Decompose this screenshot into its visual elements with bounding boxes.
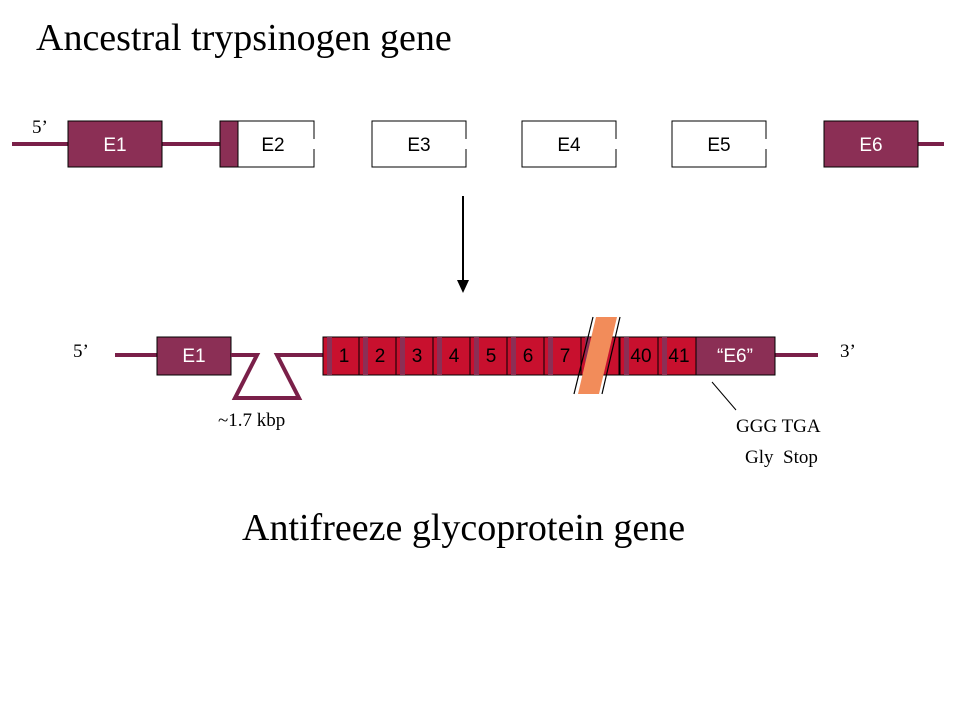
transition-arrow-head [457, 280, 469, 293]
afgp-three-prime-label: 3’ [840, 341, 856, 362]
stop-codon-pointer [711, 381, 737, 411]
repeat-break-marker [578, 317, 617, 394]
afgp-segment-41: 41 [657, 336, 697, 376]
ancestral-exon-label: E1 [103, 135, 126, 156]
break-line-right [601, 316, 621, 395]
afgp-five-prime-label: 5’ [73, 341, 89, 362]
ancestral-exon-label: E5 [707, 135, 730, 156]
ancestral-exon-e2: E2 [219, 120, 316, 168]
ancestral-five-prime-label: 5’ [32, 117, 48, 138]
ancestral-exon-e6: E6 [823, 120, 919, 168]
codon-label: GGG TGA [736, 416, 821, 437]
ancestral-exon-e5: E5 [671, 120, 768, 168]
afgp-segment-label: 2 [375, 346, 386, 367]
ancestral-exon-label: E4 [557, 135, 581, 156]
break-line-left [573, 316, 594, 395]
ancestral-exon-e3: E3 [371, 120, 468, 168]
afgp-repeat-segments: 1 2 3 4 5 6 7 40 41 [322, 336, 697, 376]
afgp-segment-label: 40 [630, 346, 651, 367]
afgp-segment-3: 3 [395, 336, 435, 376]
afgp-exon-e6 [695, 336, 776, 376]
afgp-segment-1: 1 [322, 336, 362, 376]
afgp-segment-label: 41 [668, 346, 689, 367]
ancestral-gene-title: Ancestral trypsinogen gene [36, 17, 452, 59]
ancestral-exon-e1: E1 [67, 120, 163, 168]
afgp-segment-4: 4 [432, 336, 472, 376]
ancestral-exons: E1 E2 E3 E4 E5 E6 [67, 120, 919, 168]
afgp-exon-e6-label: “E6” [717, 346, 753, 367]
afgp-segment-label: 3 [412, 346, 423, 367]
afgp-segment-40: 40 [619, 336, 659, 376]
intron-size-label: ~1.7 kbp [218, 410, 285, 431]
afgp-segment-label: 7 [560, 346, 571, 367]
afgp-segment-6: 6 [506, 336, 546, 376]
afgp-segment-5: 5 [469, 336, 509, 376]
ancestral-exon-e4: E4 [521, 120, 618, 168]
ancestral-exon-label: E2 [261, 135, 284, 156]
afgp-segment-label: 4 [449, 346, 460, 367]
afgp-exon-e1 [156, 336, 232, 376]
ancestral-exon-label: E6 [859, 135, 882, 156]
afgp-segment-2: 2 [358, 336, 398, 376]
amino-acid-label: Gly Stop [745, 447, 818, 468]
afgp-segment-7: 7 [543, 336, 583, 376]
afgp-segment-label: 6 [523, 346, 534, 367]
afgp-exon-e1-label: E1 [182, 346, 205, 367]
afgp-intron [231, 353, 323, 400]
afgp-segment-label: 1 [339, 346, 350, 367]
afgp-gene-title: Antifreeze glycoprotein gene [242, 507, 686, 549]
afgp-segment-label: 5 [486, 346, 497, 367]
ancestral-exon-label: E3 [407, 135, 430, 156]
